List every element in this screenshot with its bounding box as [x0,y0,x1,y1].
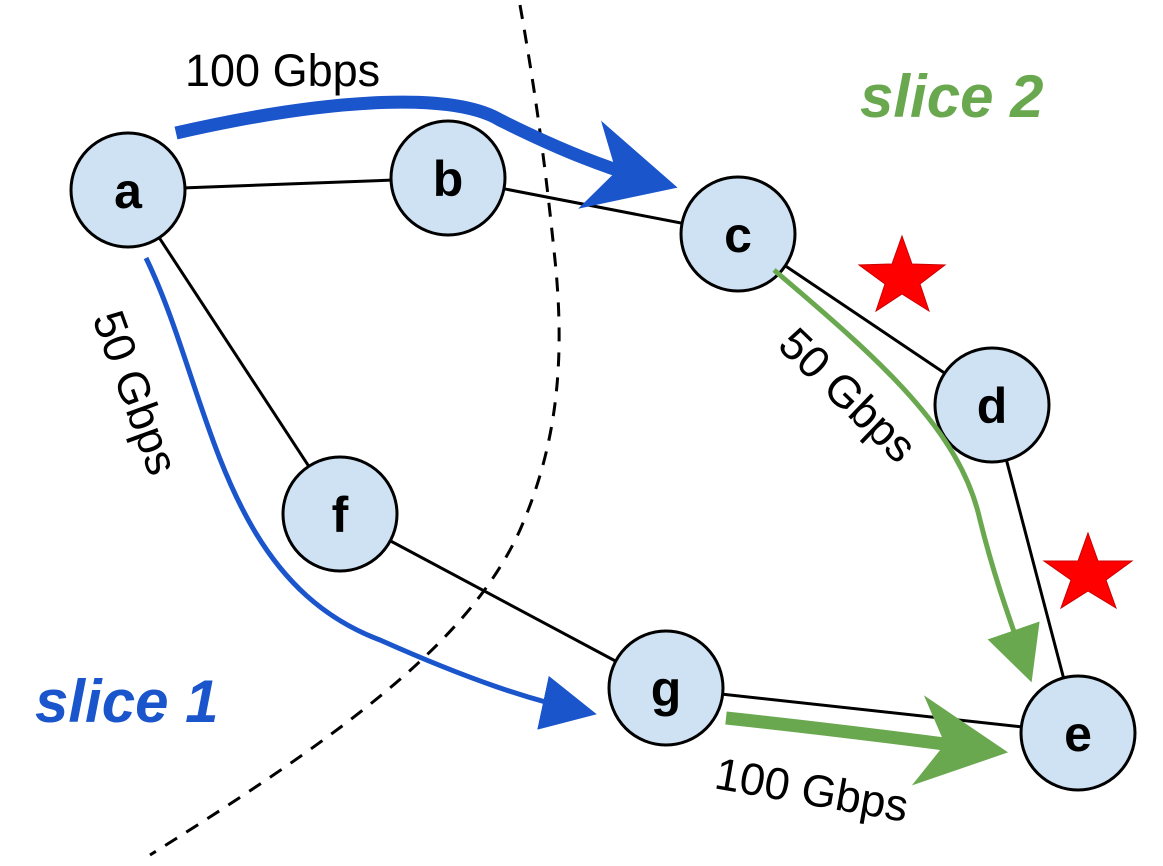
slice-label-2: slice 2 [860,63,1044,130]
star-icon [1042,531,1134,610]
flow-arrow-slice1-a-c [174,95,678,209]
links [126,176,1080,735]
flow-arrow-slice2-g-e [725,695,1009,786]
node-g[interactable]: g [607,629,725,747]
rate-label-right: 50 Gbps [769,318,927,473]
node-c-label: c [724,207,752,263]
star-icon [857,234,947,313]
flow-arrow-slice2-c-e [772,268,1040,683]
node-e-label: e [1064,706,1092,762]
node-f[interactable]: f [281,455,399,573]
rate-label-bottom: 100 Gbps [711,748,912,832]
slice-boundary [149,4,561,857]
node-c[interactable]: c [679,175,797,293]
node-a-label: a [114,163,143,219]
node-e[interactable]: e [1019,674,1137,792]
node-a[interactable]: a [69,131,187,249]
link-a-f [126,189,342,515]
slice-label-1: slice 1 [35,668,219,735]
link-f-g [339,512,667,690]
node-d-label: d [977,378,1008,434]
link-g-e [665,686,1079,735]
rate-label-top: 100 Gbps [185,45,380,96]
flow-arrow-slice1-a-g [143,256,597,730]
node-f-label: f [332,487,349,543]
node-d[interactable]: d [933,346,1051,464]
node-g-label: g [651,661,682,717]
nodes: a b c d e f g [69,119,1137,792]
node-b[interactable]: b [389,119,507,237]
node-b-label: b [433,151,464,207]
